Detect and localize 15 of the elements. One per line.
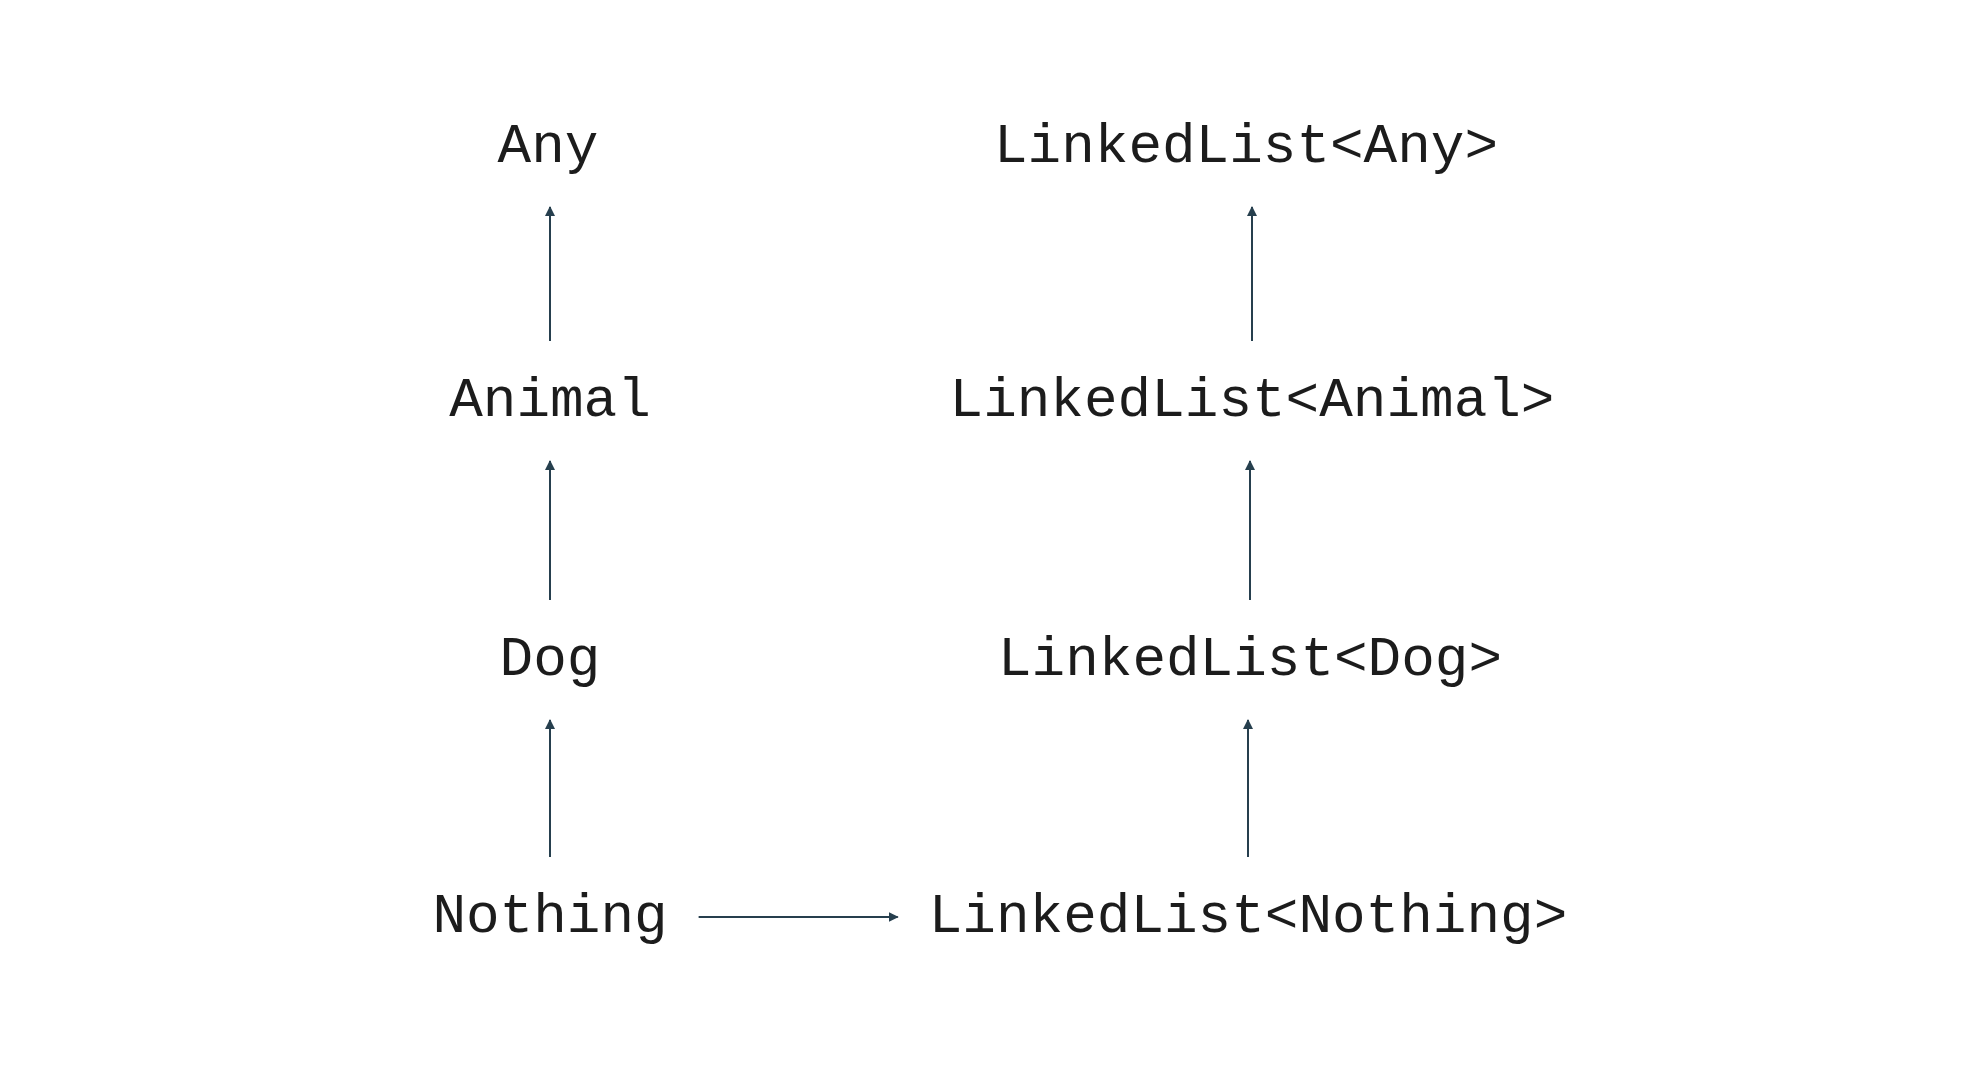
type-label: Any xyxy=(497,119,599,175)
arrow xyxy=(545,719,555,858)
arrow xyxy=(545,460,555,601)
type-label: LinkedList<Animal> xyxy=(949,373,1555,429)
arrow xyxy=(545,206,555,342)
type-label: Nothing xyxy=(432,889,668,945)
arrow xyxy=(1247,206,1257,342)
arrow xyxy=(697,912,899,922)
type-label: LinkedList<Any> xyxy=(993,119,1499,175)
type-label: Dog xyxy=(499,632,601,688)
type-label: LinkedList<Dog> xyxy=(997,632,1503,688)
arrow xyxy=(1243,719,1253,858)
type-label: Animal xyxy=(449,373,651,429)
arrow xyxy=(1245,460,1255,601)
type-label: LinkedList<Nothing> xyxy=(928,889,1568,945)
